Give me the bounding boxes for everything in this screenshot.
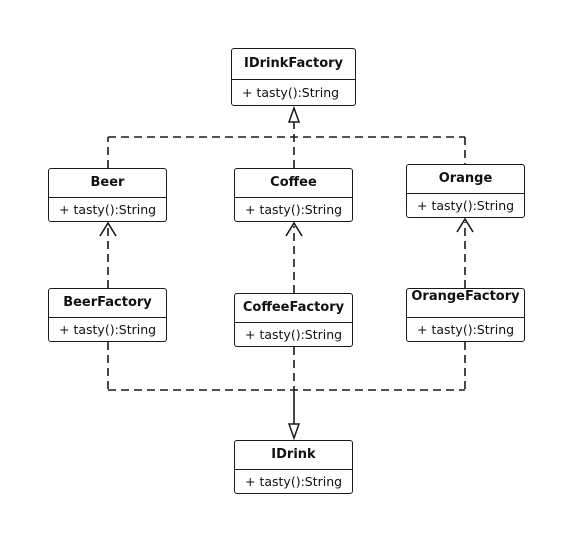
- open-arrowhead-beer: [99, 221, 117, 237]
- open-arrowhead-orange: [456, 217, 474, 233]
- class-box-coffeefactory: CoffeeFactory + tasty():String: [234, 293, 353, 347]
- class-method: + tasty():String: [245, 202, 343, 217]
- class-name: Beer: [49, 169, 166, 198]
- class-name: Coffee: [235, 169, 352, 198]
- dependency-lines-factories-to-products: [99, 217, 474, 293]
- class-name: Orange: [407, 165, 524, 194]
- class-method: + tasty():String: [59, 202, 157, 217]
- class-box-idrinkfactory: IDrinkFactory + tasty():String: [231, 48, 356, 106]
- class-box-orange: Orange + tasty():String: [406, 164, 525, 218]
- class-method: + tasty():String: [59, 322, 157, 337]
- realization-lines-to-idrink: [107, 342, 466, 391]
- hollow-triangle-arrowhead-idrinkfactory: [287, 105, 301, 123]
- class-box-beerfactory: BeerFactory + tasty():String: [48, 288, 167, 342]
- open-arrowhead-coffee: [285, 221, 303, 237]
- class-name: CoffeeFactory: [235, 294, 352, 323]
- class-method: + tasty():String: [245, 474, 343, 489]
- class-method: + tasty():String: [417, 198, 515, 213]
- class-box-idrink: IDrink + tasty():String: [234, 440, 353, 494]
- class-name: OrangeFactory: [407, 289, 524, 318]
- class-box-coffee: Coffee + tasty():String: [234, 168, 353, 222]
- class-name: IDrinkFactory: [232, 49, 355, 80]
- class-box-beer: Beer + tasty():String: [48, 168, 167, 222]
- hollow-triangle-arrowhead-idrink: [287, 423, 301, 441]
- class-name: BeerFactory: [49, 289, 166, 318]
- class-name: IDrink: [235, 441, 352, 470]
- class-box-orangefactory: OrangeFactory + tasty():String: [406, 288, 525, 342]
- class-method: + tasty():String: [245, 327, 343, 342]
- class-method: + tasty():String: [242, 85, 340, 100]
- realization-lines-to-idrinkfactory: [107, 122, 466, 168]
- class-method: + tasty():String: [417, 322, 515, 337]
